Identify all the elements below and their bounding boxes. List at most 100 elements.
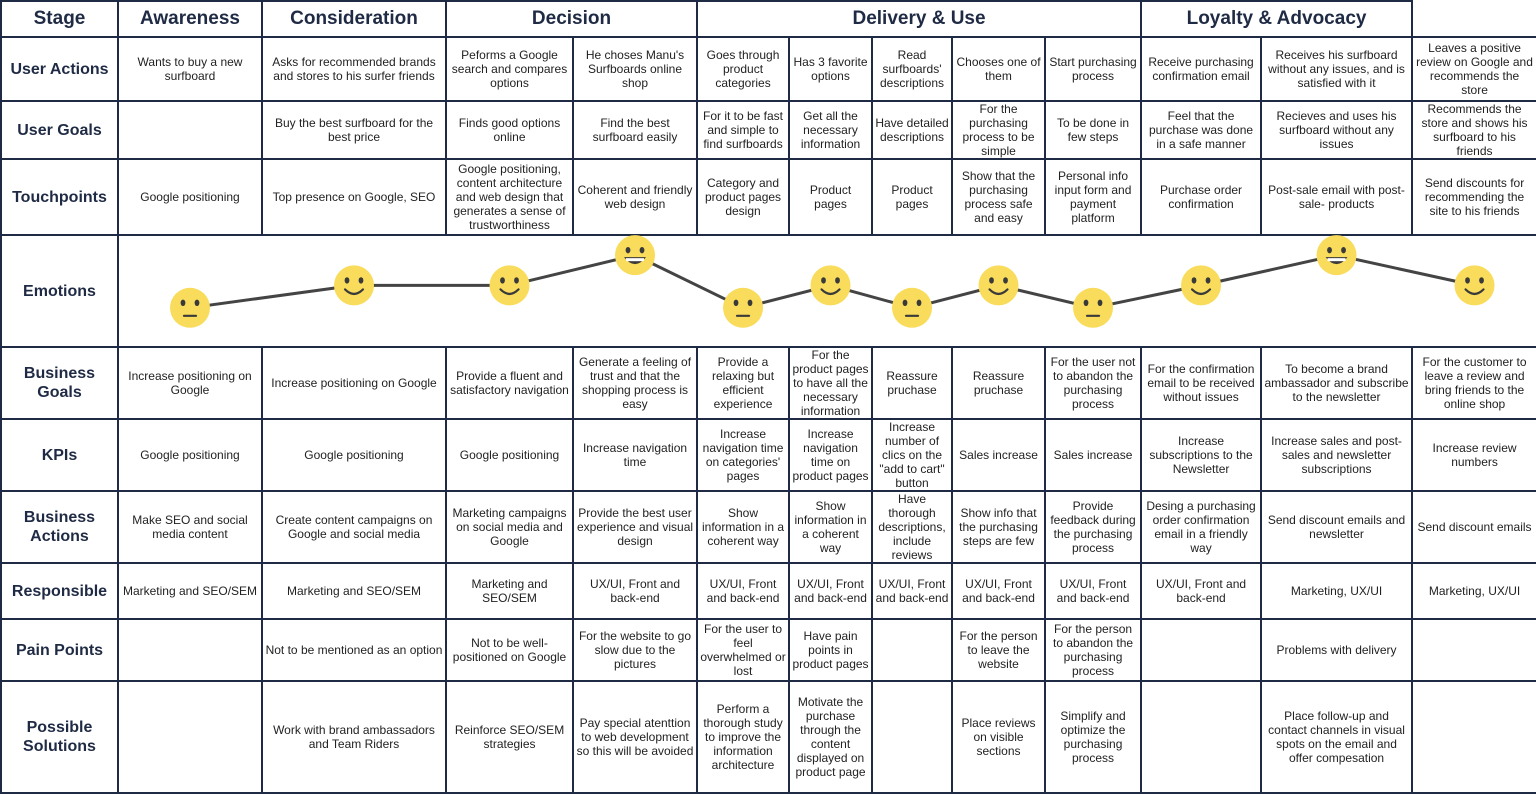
- journey-cell: For it to be fast and simple to find sur…: [696, 100, 791, 160]
- journey-cell: Wants to buy a new surfboard: [117, 36, 263, 102]
- journey-cell: Marketing and SEO/SEM: [261, 562, 447, 620]
- emotion-cell: [952, 234, 1046, 348]
- journey-cell: Find the best surfboard easily: [571, 100, 699, 160]
- journey-cell: Post-sale email with post-sale- products: [1260, 158, 1414, 236]
- phase-header-loyalty-advocacy: Loyalty & Advocacy: [1140, 0, 1414, 38]
- journey-cell: Pay special atenttion to web development…: [571, 680, 699, 794]
- row-label-business-actions: Business Actions: [0, 490, 119, 564]
- row-label-kpis: KPIs: [0, 418, 119, 492]
- journey-cell: Increase review numbers: [1411, 418, 1536, 492]
- journey-cell: Marketing and SEO/SEM: [445, 562, 574, 620]
- journey-cell: [871, 680, 954, 794]
- journey-cell: Increase number of clics on the "add to …: [871, 418, 954, 492]
- row-label-responsible: Responsible: [0, 562, 119, 620]
- journey-cell: Place reviews on visible sections: [951, 680, 1047, 794]
- journey-cell: Increase navigation time on categories' …: [696, 418, 791, 492]
- journey-cell: Product pages: [871, 158, 954, 236]
- phase-header-awareness: Awareness: [117, 0, 263, 38]
- journey-cell: Google positioning: [445, 418, 574, 492]
- journey-cell: Asks for recommended brands and stores t…: [261, 36, 447, 102]
- journey-cell: Show that the purchasing process safe an…: [951, 158, 1047, 236]
- journey-cell: Peforms a Google search and compares opt…: [445, 36, 574, 102]
- journey-cell: [1411, 618, 1536, 682]
- row-label-touchpoints: Touchpoints: [0, 158, 119, 236]
- journey-cell: UX/UI, Front and back-end: [571, 562, 699, 620]
- emotion-cell: [1412, 234, 1536, 348]
- journey-cell: Place follow-up and contact channels in …: [1260, 680, 1414, 794]
- journey-cell: Increase positioning on Google: [117, 346, 263, 420]
- journey-cell: Sales increase: [1044, 418, 1143, 492]
- journey-cell: Send discount emails and newsletter: [1260, 490, 1414, 564]
- journey-cell: UX/UI, Front and back-end: [788, 562, 874, 620]
- journey-cell: Sales increase: [951, 418, 1047, 492]
- emotion-cell: [1261, 234, 1413, 348]
- phase-header-decision: Decision: [444, 0, 699, 38]
- journey-cell: Not to be mentioned as an option: [261, 618, 447, 682]
- journey-cell: Motivate the purchase through the conten…: [788, 680, 874, 794]
- journey-cell: Has 3 favorite options: [788, 36, 874, 102]
- phase-header-delivery-use: Delivery & Use: [696, 0, 1143, 38]
- journey-cell: Reinforce SEO/SEM strategies: [445, 680, 574, 794]
- journey-cell: Simplify and optimize the purchasing pro…: [1044, 680, 1143, 794]
- journey-cell: Feel that the purchase was done in a saf…: [1140, 100, 1263, 160]
- journey-cell: Perform a thorough study to improve the …: [696, 680, 791, 794]
- journey-cell: Show information in a coherent way: [696, 490, 791, 564]
- journey-cell: Increase navigation time on product page…: [788, 418, 874, 492]
- journey-cell: [1140, 618, 1263, 682]
- journey-cell: Marketing, UX/UI: [1411, 562, 1536, 620]
- journey-cell: Chooses one of them: [951, 36, 1047, 102]
- journey-cell: [1140, 680, 1263, 794]
- journey-cell: Work with brand ambassadors and Team Rid…: [261, 680, 447, 794]
- journey-cell: Top presence on Google, SEO: [261, 158, 447, 236]
- journey-cell: Have pain points in product pages: [788, 618, 874, 682]
- journey-cell: Start purchasing process: [1044, 36, 1143, 102]
- emotion-cell: [872, 234, 953, 348]
- row-pain-points: Pain Points Not to be mentioned as an opt…: [0, 618, 1536, 682]
- journey-cell: Receive purchasing confirmation email: [1140, 36, 1263, 102]
- journey-cell: Show info that the purchasing steps are …: [951, 490, 1047, 564]
- journey-cell: Increase sales and post-sales and newsle…: [1260, 418, 1414, 492]
- journey-cell: Increase navigation time: [571, 418, 699, 492]
- row-possible-solutions: Possible Solutions Work with brand ambass…: [0, 680, 1536, 794]
- row-emotions: Emotions: [0, 234, 1536, 348]
- journey-cell: Get all the necessary information: [788, 100, 874, 160]
- emotion-cell: [789, 234, 873, 348]
- journey-cell: Send discounts for recommending the site…: [1411, 158, 1536, 236]
- journey-cell: He choses Manu's Surfboards online shop: [571, 36, 699, 102]
- stage-label: Stage: [0, 0, 119, 38]
- journey-cell: Purchase order confirmation: [1140, 158, 1263, 236]
- journey-cell: Not to be well-positioned on Google: [445, 618, 574, 682]
- journey-cell: Reassure pruchase: [871, 346, 954, 420]
- emotion-cell: [697, 234, 790, 348]
- journey-cell: For the user to feel overwhelmed or lost: [696, 618, 791, 682]
- journey-cell: Google positioning: [117, 418, 263, 492]
- row-label-user-goals: User Goals: [0, 100, 119, 160]
- journey-cell: Provide a fluent and satisfactory naviga…: [445, 346, 574, 420]
- row-label-possible-solutions: Possible Solutions: [0, 680, 119, 794]
- journey-cell: Recieves and uses his surfboard without …: [1260, 100, 1414, 160]
- journey-cell: Leaves a positive review on Google and r…: [1411, 36, 1536, 102]
- row-label-user-actions: User Actions: [0, 36, 119, 102]
- journey-cell: Create content campaigns on Google and s…: [261, 490, 447, 564]
- journey-cell: To be done in few steps: [1044, 100, 1143, 160]
- journey-cell: UX/UI, Front and back-end: [696, 562, 791, 620]
- journey-cell: [117, 100, 263, 160]
- journey-cell: Have thorough descriptions, include revi…: [871, 490, 954, 564]
- emotion-cell: [117, 234, 262, 348]
- row-label-pain-points: Pain Points: [0, 618, 119, 682]
- journey-cell: Category and product pages design: [696, 158, 791, 236]
- journey-cell: Provide the best user experience and vis…: [571, 490, 699, 564]
- journey-cell: Recommends the store and shows his surfb…: [1411, 100, 1536, 160]
- journey-cell: For the user not to abandon the purchasi…: [1044, 346, 1143, 420]
- journey-cell: Receives his surfboard without any issue…: [1260, 36, 1414, 102]
- journey-cell: To become a brand ambassador and subscri…: [1260, 346, 1414, 420]
- journey-cell: Generate a feeling of trust and that the…: [571, 346, 699, 420]
- phase-header-consideration: Consideration: [261, 0, 447, 38]
- journey-cell: Google positioning: [117, 158, 263, 236]
- emotion-cell: [1141, 234, 1262, 348]
